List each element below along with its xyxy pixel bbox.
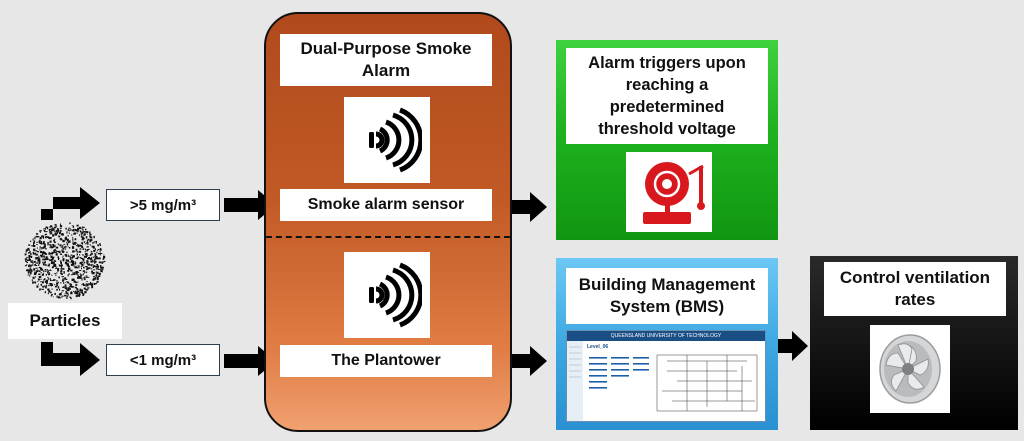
duct-fan-icon <box>870 325 950 413</box>
bms-title: Building Management System (BMS) <box>566 268 768 324</box>
bms-screen-level: Level_06 <box>587 344 609 350</box>
plantower-wireless-icon <box>344 252 430 338</box>
plantower-to-bms-arrow <box>493 346 547 376</box>
bms-screen-header: QUEENSLAND UNIVERSITY OF TECHNOLOGY <box>567 331 765 341</box>
sensor-wireless-icon <box>344 97 430 183</box>
high-threshold-box: >5 mg/m³ <box>106 189 220 221</box>
alarm-bell-icon <box>626 152 712 232</box>
bms-screenshot: QUEENSLAND UNIVERSITY OF TECHNOLOGY Leve… <box>566 330 766 422</box>
plantower-label: The Plantower <box>280 345 492 377</box>
bms-to-ventilation-arrow <box>778 331 808 361</box>
particles-image <box>18 218 110 302</box>
sensor-to-alarm-arrow <box>493 192 547 222</box>
upper-elbow-arrow <box>41 187 100 220</box>
smoke-alarm-sensor-label: Smoke alarm sensor <box>280 189 492 221</box>
particles-label: Particles <box>8 303 122 339</box>
ventilation-title: Control ventilation rates <box>824 262 1006 316</box>
panel-divider <box>266 236 510 238</box>
low-threshold-arrow <box>224 346 276 376</box>
smoke-alarm-title: Dual-Purpose Smoke Alarm <box>280 34 492 86</box>
lower-elbow-arrow <box>41 342 100 376</box>
low-threshold-box: <1 mg/m³ <box>106 344 220 376</box>
high-threshold-arrow <box>224 190 276 220</box>
alarm-trigger-text: Alarm triggers upon reaching a predeterm… <box>566 48 768 144</box>
